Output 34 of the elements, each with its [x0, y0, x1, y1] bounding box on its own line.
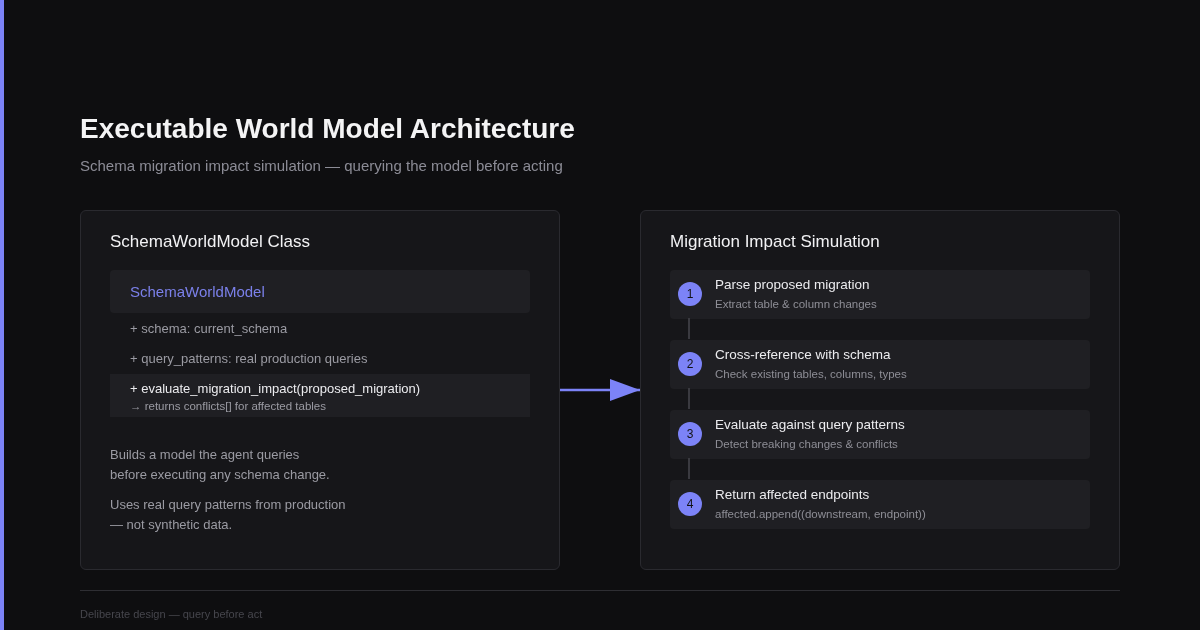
step-number-badge: 1 — [678, 282, 702, 306]
method-signature: + evaluate_migration_impact(proposed_migration) — [130, 380, 421, 398]
simulation-panel — [640, 210, 1120, 570]
return-note: → returns conflicts[] for affected tables — [130, 399, 327, 414]
step-description: Extract table & column changes — [715, 297, 877, 312]
step-title: Return affected endpoints — [715, 487, 870, 503]
attribute-text: + query_patterns: real production queries — [130, 350, 368, 368]
class-name: SchemaWorldModel — [130, 281, 265, 302]
connector-line — [688, 387, 690, 410]
step-title: Evaluate against query patterns — [715, 417, 905, 433]
description-text: Builds a model the agent queries before executing any schema change. — [110, 446, 331, 484]
arrow — [560, 379, 640, 401]
step-number-badge: 4 — [678, 492, 702, 516]
footer-note: Deliberate design — query before act — [80, 607, 263, 622]
step-title: Cross-reference with schema — [715, 347, 891, 363]
description-text: Uses real query patterns from production — not synthetic data. — [110, 496, 347, 534]
step-description: Detect breaking changes & conflicts — [715, 437, 898, 452]
step-card — [670, 480, 1090, 529]
step-card — [670, 410, 1090, 459]
step-card — [670, 340, 1090, 389]
panel-heading: SchemaWorldModel Class — [110, 232, 310, 252]
step-card — [670, 270, 1090, 319]
connector-line — [688, 457, 690, 480]
connector-line — [688, 317, 690, 340]
step-number-badge: 2 — [678, 352, 702, 376]
panel-heading: Migration Impact Simulation — [670, 232, 880, 252]
step-description: Check existing tables, columns, types — [715, 367, 907, 382]
step-title: Parse proposed migration — [715, 277, 870, 293]
page-title: Executable World Model Architecture — [80, 112, 575, 146]
step-description: affected.append((downstream, endpoint)) — [715, 507, 926, 522]
attribute-text: + schema: current_schema — [130, 320, 288, 338]
subtitle: Schema migration impact simulation — querying the model before acting — [80, 157, 563, 175]
step-number-badge: 3 — [678, 422, 702, 446]
class-panel — [80, 210, 560, 570]
